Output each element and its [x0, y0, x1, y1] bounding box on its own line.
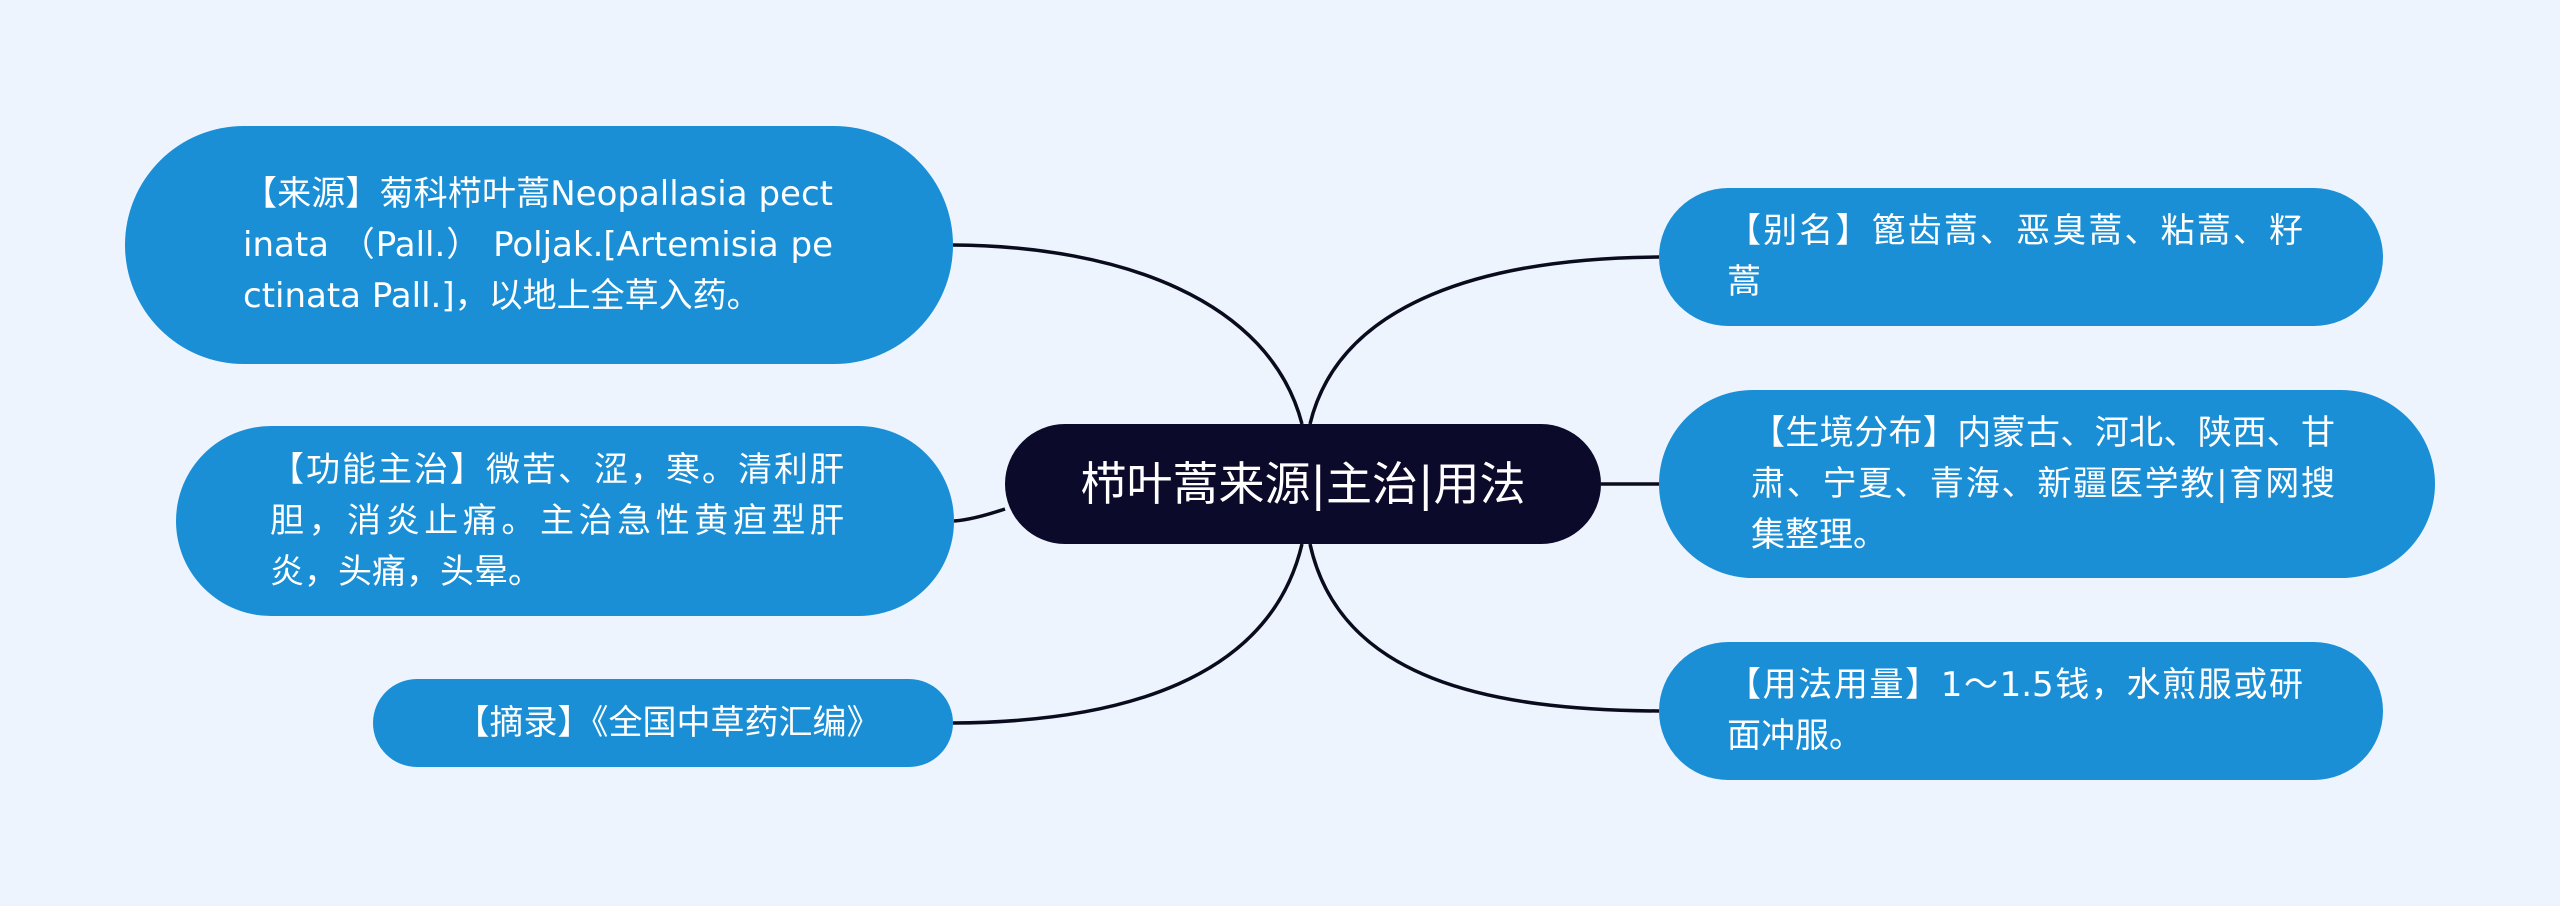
node-habitat-text: 【生境分布】内蒙古、河北、陕西、甘肃、宁夏、青海、新疆医学教|育网搜集整理。	[1751, 412, 2335, 555]
node-function-text: 【功能主治】微苦、涩，寒。清利肝胆，消炎止痛。主治急性黄疸型肝炎，头痛，头晕。	[270, 449, 844, 592]
central-topic[interactable]: 栉叶蒿来源|主治|用法	[1005, 424, 1601, 544]
node-source-text: 【来源】菊科栉叶蒿Neopallasia pectinata （Pall.） P…	[243, 173, 833, 316]
connector-source	[952, 243, 1304, 425]
connector-alias	[1308, 255, 1660, 425]
node-alias-text: 【别名】篦齿蒿、恶臭蒿、粘蒿、籽蒿	[1727, 211, 2303, 302]
node-function[interactable]: 【功能主治】微苦、涩，寒。清利肝胆，消炎止痛。主治急性黄疸型肝炎，头痛，头晕。	[176, 426, 954, 616]
node-excerpt[interactable]: 【摘录】《全国中草药汇编》	[373, 679, 953, 767]
connector-function	[953, 507, 1006, 523]
connector-usage	[1308, 543, 1660, 713]
node-usage-text: 【用法用量】1～1.5钱，水煎服或研面冲服。	[1727, 665, 2303, 756]
central-topic-label: 栉叶蒿来源|主治|用法	[1080, 457, 1526, 511]
node-source[interactable]: 【来源】菊科栉叶蒿Neopallasia pectinata （Pall.） P…	[125, 126, 953, 364]
node-usage[interactable]: 【用法用量】1～1.5钱，水煎服或研面冲服。	[1659, 642, 2383, 780]
node-alias[interactable]: 【别名】篦齿蒿、恶臭蒿、粘蒿、籽蒿	[1659, 188, 2383, 326]
connector-excerpt	[952, 543, 1304, 725]
node-excerpt-text: 【摘录】《全国中草药汇编》	[455, 702, 881, 743]
node-habitat[interactable]: 【生境分布】内蒙古、河北、陕西、甘肃、宁夏、青海、新疆医学教|育网搜集整理。	[1659, 390, 2435, 578]
